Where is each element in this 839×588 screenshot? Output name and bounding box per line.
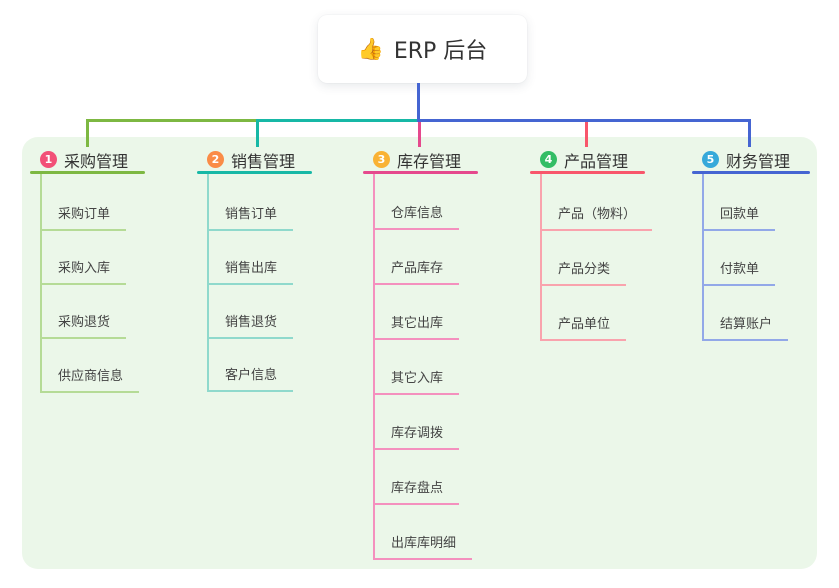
node-item[interactable]: 采购退货	[40, 313, 127, 339]
branch-number-badge: 3	[373, 151, 390, 168]
root-node-erp-backend[interactable]: 👍 ERP 后台	[318, 15, 527, 83]
branch-trunk-purchasing	[40, 174, 42, 391]
branch-trunk-product	[540, 174, 542, 339]
branch-underline	[363, 171, 478, 174]
drop-line-product	[585, 122, 588, 147]
node-item[interactable]: 销售订单	[207, 205, 294, 231]
branch-header-sales[interactable]: 2 销售管理	[197, 148, 312, 174]
node-item[interactable]: 产品单位	[540, 315, 627, 341]
branch-underline	[197, 171, 312, 174]
drop-line-finance	[748, 119, 751, 147]
branch-trunk-finance	[702, 174, 704, 340]
node-item[interactable]: 其它入库	[373, 369, 460, 395]
node-item[interactable]: 产品分类	[540, 260, 627, 286]
branch-header-finance[interactable]: 5 财务管理	[692, 148, 810, 174]
branch-label: 采购管理	[64, 151, 129, 171]
node-item[interactable]: 回款单	[702, 205, 776, 231]
bus-line-blue	[417, 119, 751, 122]
node-item[interactable]: 仓库信息	[373, 204, 460, 230]
root-node-label: ERP 后台	[393, 39, 488, 64]
branch-label: 销售管理	[231, 151, 296, 171]
node-item[interactable]: 供应商信息	[40, 367, 140, 393]
drop-line-sales	[256, 119, 259, 147]
branch-trunk-sales	[207, 174, 209, 390]
branch-label: 财务管理	[726, 151, 791, 171]
branch-underline	[692, 171, 810, 174]
node-item[interactable]: 付款单	[702, 260, 776, 286]
node-item[interactable]: 采购入库	[40, 259, 127, 285]
thumbs-up-icon: 👍	[357, 36, 384, 61]
branch-number-badge: 1	[40, 151, 57, 168]
drop-line-purchasing	[86, 119, 89, 147]
node-item[interactable]: 产品库存	[373, 259, 460, 285]
branch-label: 库存管理	[397, 151, 462, 171]
branch-underline	[30, 171, 145, 174]
root-stem-line	[417, 83, 420, 122]
node-item[interactable]: 结算账户	[702, 315, 789, 341]
branch-number-badge: 4	[540, 151, 557, 168]
bus-line-green	[86, 119, 258, 122]
branch-header-purchasing[interactable]: 1 采购管理	[30, 148, 145, 174]
node-item[interactable]: 产品（物料）	[540, 205, 653, 231]
node-item[interactable]: 库存盘点	[373, 479, 460, 505]
bus-line-teal	[256, 119, 419, 122]
node-item[interactable]: 客户信息	[207, 366, 294, 392]
branch-header-product[interactable]: 4 产品管理	[530, 148, 645, 174]
node-item[interactable]: 其它出库	[373, 314, 460, 340]
branch-trunk-inventory	[373, 174, 375, 558]
branch-number-badge: 5	[702, 151, 719, 168]
node-item[interactable]: 库存调拨	[373, 424, 460, 450]
branch-header-inventory[interactable]: 3 库存管理	[363, 148, 478, 174]
node-item[interactable]: 销售出库	[207, 259, 294, 285]
node-item[interactable]: 销售退货	[207, 313, 294, 339]
branch-label: 产品管理	[564, 151, 629, 171]
branches-panel	[22, 137, 817, 569]
node-item[interactable]: 出库库明细	[373, 534, 473, 560]
node-item[interactable]: 采购订单	[40, 205, 127, 231]
branch-underline	[530, 171, 645, 174]
drop-line-inventory	[418, 122, 421, 147]
branch-number-badge: 2	[207, 151, 224, 168]
